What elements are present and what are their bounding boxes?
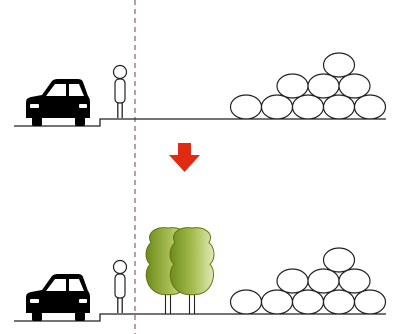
panel-before [14,53,386,126]
hay-bale-icon [231,53,386,119]
car-light [30,104,39,108]
car-icon [26,79,90,126]
hay-bale [324,290,355,314]
person-head [114,66,127,79]
person-icon [114,261,127,314]
hay-bale [262,95,293,119]
hay-bale [308,74,339,98]
hay-bale [293,95,324,119]
hay-bale [339,269,370,293]
ground-line [14,119,386,126]
person-icon [114,66,127,119]
hay-bale [355,290,386,314]
hay-bale [293,290,324,314]
hay-bale [324,95,355,119]
tree-icon [170,228,214,314]
tree-canopy [170,228,214,295]
hay-bale [277,74,308,98]
hay-bale [277,269,308,293]
person-head [114,261,127,274]
ground-line [14,314,386,321]
hay-bale [262,290,293,314]
car-light [79,104,87,108]
panel-after [14,228,386,321]
car-wheel [75,312,85,321]
hay-bale [324,53,355,77]
hay-bale [231,95,262,119]
hay-bale [308,269,339,293]
arrow-layer [169,143,200,172]
car-light [79,299,87,303]
hay-bale [339,74,370,98]
person-body [115,79,125,103]
hay-bale [324,248,355,272]
car-light [30,299,39,303]
panels-layer [14,53,386,321]
car-icon [26,274,90,321]
hay-bale [231,290,262,314]
car-wheel [32,312,42,321]
person-body [115,274,125,298]
hay-bale-icon [231,248,386,314]
car-wheel [75,117,85,126]
hay-bale [355,95,386,119]
down-arrow-icon [169,143,200,172]
car-wheel [32,117,42,126]
